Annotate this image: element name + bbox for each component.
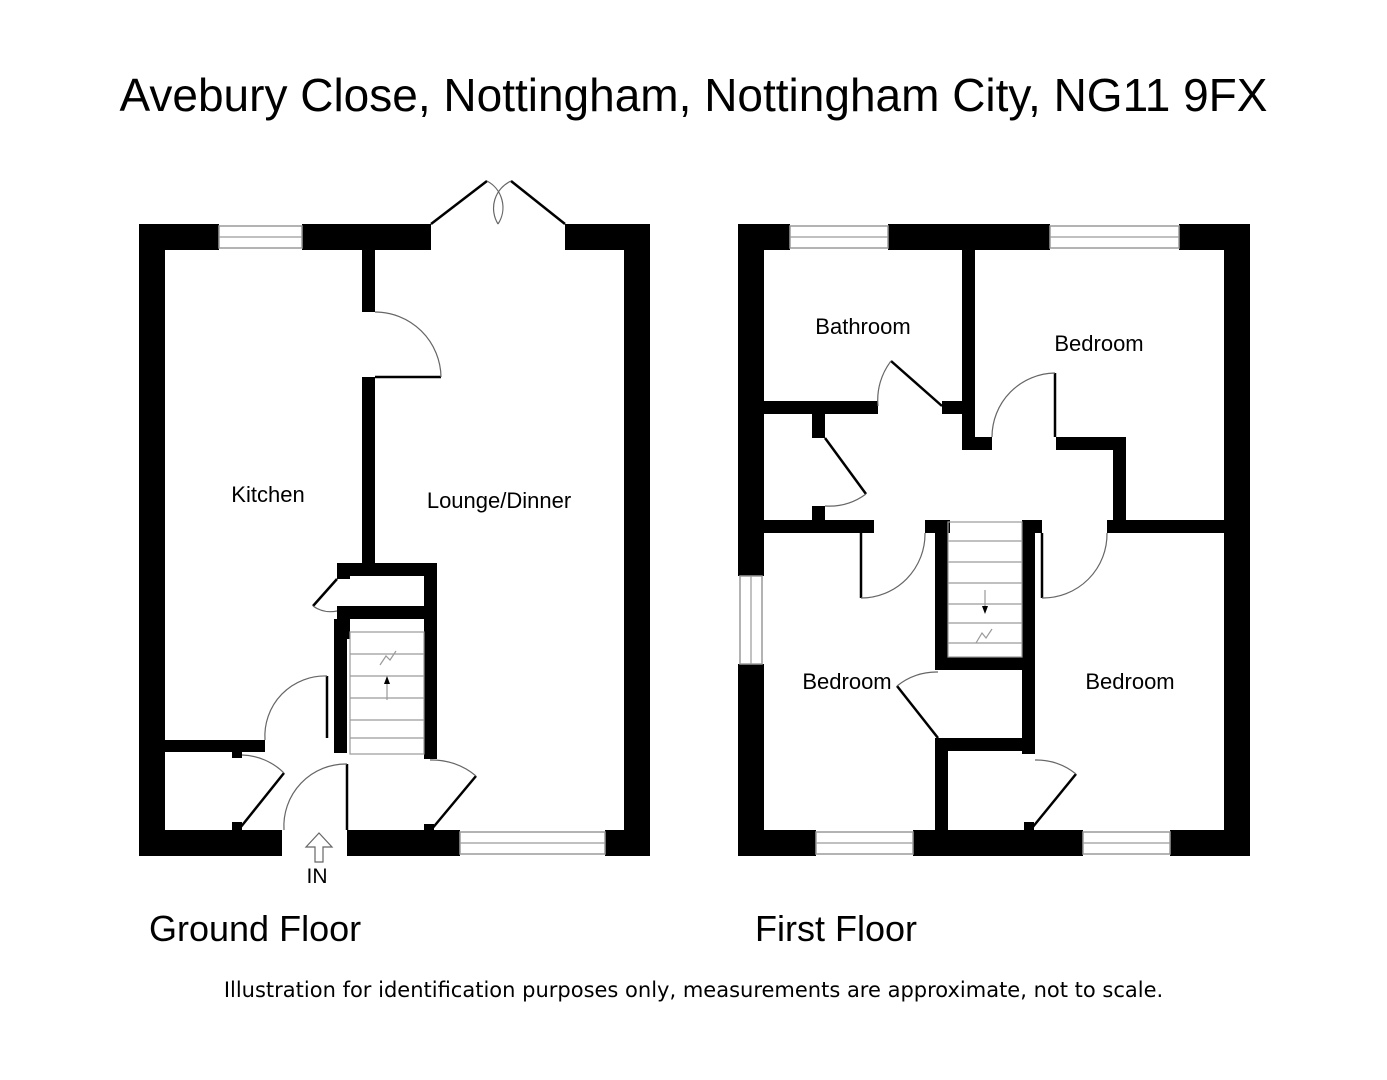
wall — [764, 401, 878, 414]
first-floor-label: First Floor — [755, 908, 917, 949]
door — [374, 311, 442, 379]
wall — [1024, 822, 1034, 830]
door — [264, 675, 329, 741]
wall — [347, 830, 460, 856]
wall — [935, 520, 948, 670]
wall — [1022, 520, 1035, 672]
wall — [935, 738, 948, 830]
wall — [424, 824, 434, 832]
room-label-bathroom: Bathroom — [815, 314, 910, 339]
wall — [913, 830, 1083, 856]
staircase — [349, 631, 425, 755]
wall — [861, 520, 874, 533]
wall — [1179, 224, 1250, 250]
wall — [362, 377, 375, 567]
entrance-label: IN — [307, 865, 328, 888]
wall — [302, 224, 431, 250]
wall — [812, 414, 825, 438]
wall — [165, 740, 265, 752]
wall — [1035, 520, 1042, 533]
room-label-kitchen: Kitchen — [231, 482, 304, 507]
entrance-arrow-icon — [304, 832, 334, 863]
wall — [337, 606, 437, 619]
wall — [139, 830, 282, 856]
wall — [888, 224, 1050, 250]
wall — [334, 619, 347, 753]
wall — [962, 437, 992, 450]
room-label-bedroom-1: Bedroom — [1054, 331, 1143, 356]
room-label-bedroom-2: Bedroom — [802, 669, 891, 694]
door — [823, 437, 868, 507]
door — [239, 754, 285, 829]
wall — [1107, 520, 1224, 533]
door — [1031, 759, 1077, 829]
wall — [565, 224, 650, 250]
disclaimer-text: Illustration for identification purposes… — [223, 978, 1164, 1002]
wall — [1022, 670, 1035, 746]
wall — [738, 224, 764, 576]
french-door — [430, 180, 566, 225]
wall — [764, 520, 861, 533]
door — [1040, 532, 1108, 599]
wall — [738, 830, 816, 856]
wall — [337, 563, 350, 579]
wall — [1224, 224, 1250, 856]
wall — [935, 738, 1035, 751]
wall — [1113, 437, 1126, 533]
wall — [605, 830, 650, 856]
wall — [738, 664, 764, 856]
room-label-lounge: Lounge/Dinner — [427, 488, 571, 513]
plan-title: Avebury Close, Nottingham, Nottingham Ci… — [119, 69, 1268, 121]
wall — [337, 563, 437, 576]
door — [859, 532, 926, 599]
wall — [738, 224, 790, 250]
wall — [935, 657, 1035, 670]
ground-floor-label: Ground Floor — [149, 908, 362, 949]
wall — [139, 224, 165, 856]
wall — [1056, 437, 1126, 450]
door — [877, 360, 943, 407]
door — [424, 759, 477, 832]
wall — [942, 401, 962, 414]
door — [312, 578, 338, 613]
wall — [362, 250, 375, 312]
wall — [624, 224, 650, 856]
door — [991, 372, 1057, 438]
wall — [424, 563, 437, 759]
wall — [962, 250, 975, 450]
wall — [232, 752, 242, 758]
first-floor-plan: Bathroom Bedroom Bedroom Bedroom — [738, 224, 1250, 856]
staircase — [947, 521, 1023, 658]
wall — [139, 224, 219, 250]
front-door — [283, 763, 349, 831]
door — [896, 671, 939, 739]
wall — [1022, 746, 1035, 754]
wall — [232, 822, 242, 830]
room-label-bedroom-3: Bedroom — [1085, 669, 1174, 694]
ground-floor-plan: IN Kitchen Lounge/Dinner — [139, 180, 650, 888]
wall — [1170, 830, 1250, 856]
wall — [812, 506, 825, 520]
